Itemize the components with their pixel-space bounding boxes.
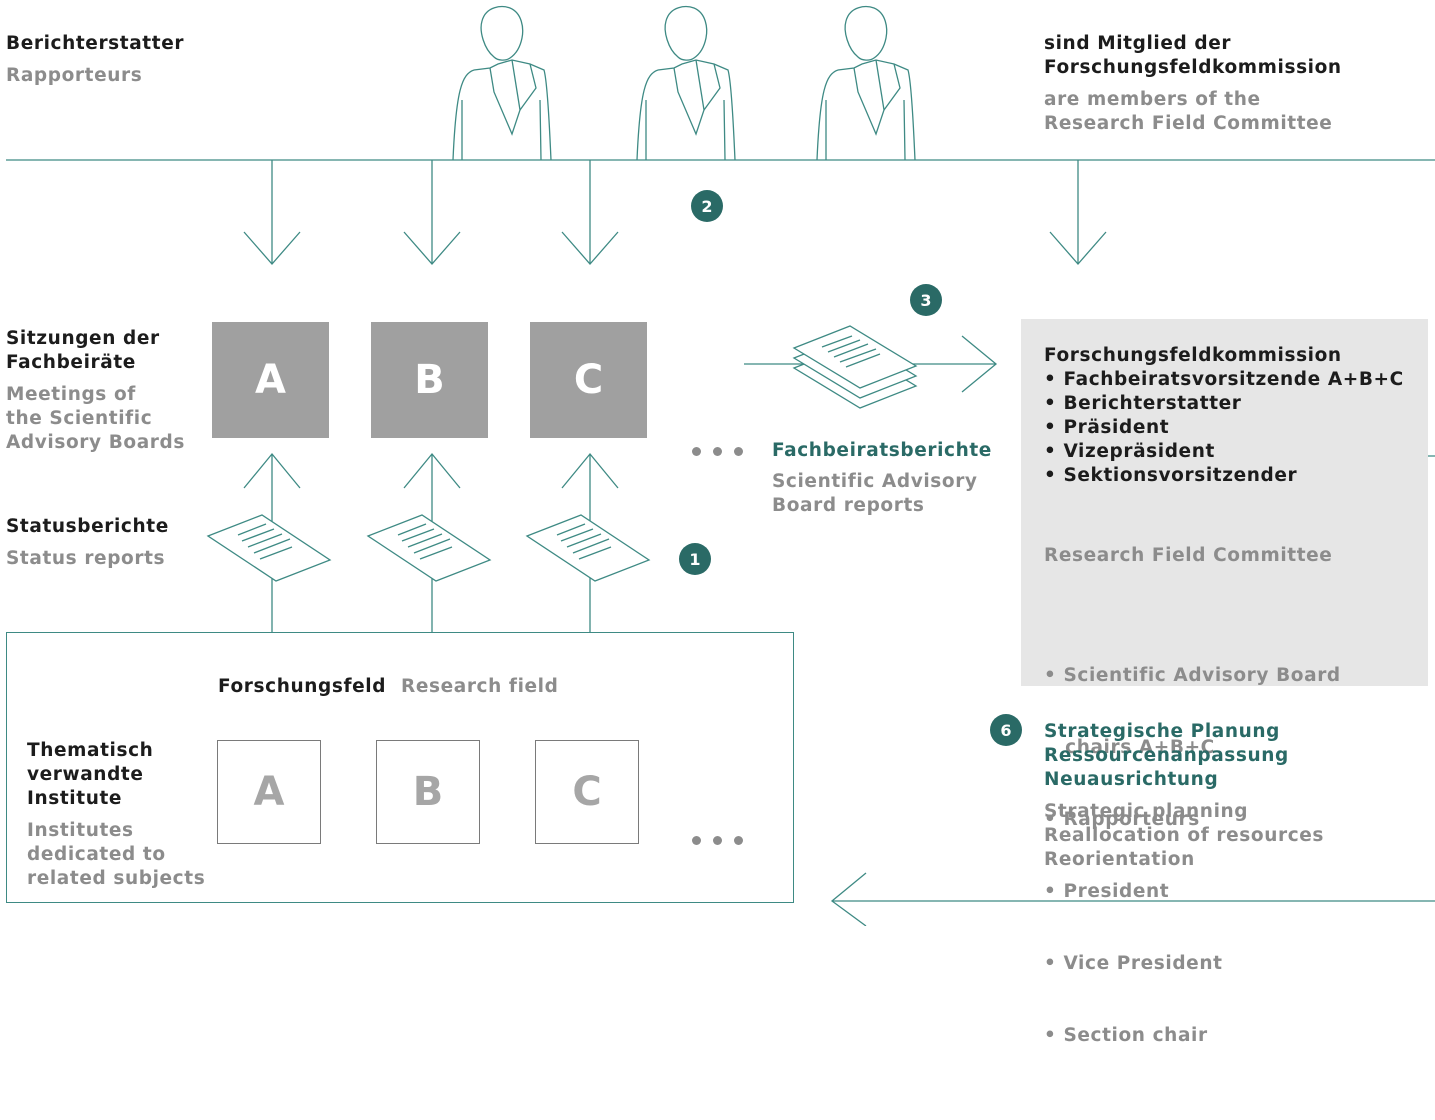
committee-item-en: • Section chair bbox=[1044, 1025, 1208, 1046]
document-icon bbox=[366, 514, 492, 582]
meetings-de-line: Sitzungen der bbox=[6, 328, 160, 349]
board-reports-en-line: Board reports bbox=[772, 495, 925, 516]
institutes-en-line: dedicated to bbox=[27, 844, 166, 865]
document-stack-icon bbox=[792, 325, 918, 409]
more-institutes-ellipsis bbox=[692, 836, 743, 845]
research-field-label-de: Forschungsfeld bbox=[218, 676, 387, 697]
arrow-down-icon bbox=[1049, 160, 1107, 265]
committee-item-de: • Präsident bbox=[1044, 417, 1170, 438]
arrow-down-icon bbox=[403, 160, 461, 265]
institute-box-a: A bbox=[217, 740, 321, 844]
person-icon bbox=[452, 6, 552, 161]
planning-de-line: Strategische Planung bbox=[1044, 721, 1281, 742]
committee-item-en: • Scientific Advisory Board bbox=[1044, 665, 1341, 686]
planning-de: Strategische Planung Ressourcenanpassung… bbox=[1044, 720, 1289, 792]
board-reports-label-de: Fachbeiratsberichte bbox=[772, 440, 992, 461]
rapporteurs-label-en: Rapporteurs bbox=[6, 65, 143, 86]
members-note-en-line: are members of the bbox=[1044, 89, 1261, 110]
arrow-down-icon bbox=[243, 160, 301, 265]
step-badge-3: 3 bbox=[910, 284, 942, 316]
members-note-en: are members of the Research Field Commit… bbox=[1044, 88, 1332, 136]
person-icon bbox=[636, 6, 736, 161]
board-box-c: C bbox=[530, 322, 647, 438]
research-field-frame bbox=[6, 632, 794, 903]
step-badge-2: 2 bbox=[691, 190, 723, 222]
rapporteurs-label-de: Berichterstatter bbox=[6, 33, 185, 54]
committee-item-en: chairs A+B+C bbox=[1044, 737, 1215, 758]
institutes-label-de: Thematisch verwandte Institute bbox=[27, 739, 153, 811]
institute-box-b: B bbox=[376, 740, 480, 844]
step-badge-1: 1 bbox=[679, 543, 711, 575]
institutes-en-line: related subjects bbox=[27, 868, 206, 889]
board-box-a: A bbox=[212, 322, 329, 438]
institutes-de-line: Institute bbox=[27, 788, 123, 809]
diagram-lines bbox=[6, 6, 1435, 926]
committee-title-en: Research Field Committee bbox=[1044, 545, 1333, 566]
planning-de-line: Neuausrichtung bbox=[1044, 769, 1219, 790]
members-note-de-line: sind Mitglied der bbox=[1044, 33, 1232, 54]
institutes-de-line: Thematisch bbox=[27, 740, 154, 761]
committee-item-en: • Vice President bbox=[1044, 953, 1223, 974]
planning-en-line: Reallocation of resources bbox=[1044, 825, 1325, 846]
institute-box-c: C bbox=[535, 740, 639, 844]
institutes-de-line: verwandte bbox=[27, 764, 144, 785]
board-reports-en-line: Scientific Advisory bbox=[772, 471, 978, 492]
arrow-down-icon bbox=[561, 160, 619, 265]
committee-item-de: • Berichterstatter bbox=[1044, 393, 1242, 414]
arrow-left-icon bbox=[830, 872, 1435, 926]
committee-de: Forschungsfeldkommission • Fachbeiratsvo… bbox=[1044, 344, 1404, 488]
planning-en: Strategic planning Reallocation of resou… bbox=[1044, 800, 1324, 872]
committee-item-de: • Vizepräsident bbox=[1044, 441, 1215, 462]
committee-item-en: • President bbox=[1044, 881, 1170, 902]
members-note-de: sind Mitglied der Forschungsfeldkommissi… bbox=[1044, 32, 1342, 80]
members-note-de-line: Forschungsfeldkommission bbox=[1044, 57, 1342, 78]
meetings-label-de: Sitzungen der Fachbeiräte bbox=[6, 327, 160, 375]
committee-item-de: • Sektionsvorsitzender bbox=[1044, 465, 1298, 486]
board-box-b: B bbox=[371, 322, 488, 438]
planning-de-line: Ressourcenanpassung bbox=[1044, 745, 1289, 766]
committee-item-de: • Fachbeiratsvorsitzende A+B+C bbox=[1044, 369, 1404, 390]
status-label-en: Status reports bbox=[6, 548, 166, 569]
document-icon bbox=[206, 514, 332, 582]
planning-en-line: Strategic planning bbox=[1044, 801, 1249, 822]
members-note-en-line: Research Field Committee bbox=[1044, 113, 1333, 134]
research-field-label-en: Research field bbox=[401, 676, 559, 697]
person-icon bbox=[816, 6, 916, 161]
institutes-label-en: Institutes dedicated to related subjects bbox=[27, 819, 205, 891]
board-reports-label-en: Scientific Advisory Board reports bbox=[772, 470, 978, 518]
institutes-en-line: Institutes bbox=[27, 820, 134, 841]
document-icon bbox=[525, 514, 651, 582]
meetings-en-line: Advisory Boards bbox=[6, 432, 185, 453]
planning-en-line: Reorientation bbox=[1044, 849, 1195, 870]
meetings-en-line: Meetings of bbox=[6, 384, 136, 405]
committee-title-de: Forschungsfeldkommission bbox=[1044, 345, 1342, 366]
meetings-en-line: the Scientific bbox=[6, 408, 153, 429]
committee-list-de: • Fachbeiratsvorsitzende A+B+C • Bericht… bbox=[1044, 368, 1404, 488]
committee-panel bbox=[1021, 319, 1428, 686]
committee-item-en: • Rapporteurs bbox=[1044, 809, 1200, 830]
status-label-de: Statusberichte bbox=[6, 516, 169, 537]
more-boards-ellipsis bbox=[692, 447, 743, 456]
meetings-de-line: Fachbeiräte bbox=[6, 352, 136, 373]
step-badge-6: 6 bbox=[990, 714, 1022, 746]
meetings-label-en: Meetings of the Scientific Advisory Boar… bbox=[6, 383, 185, 455]
